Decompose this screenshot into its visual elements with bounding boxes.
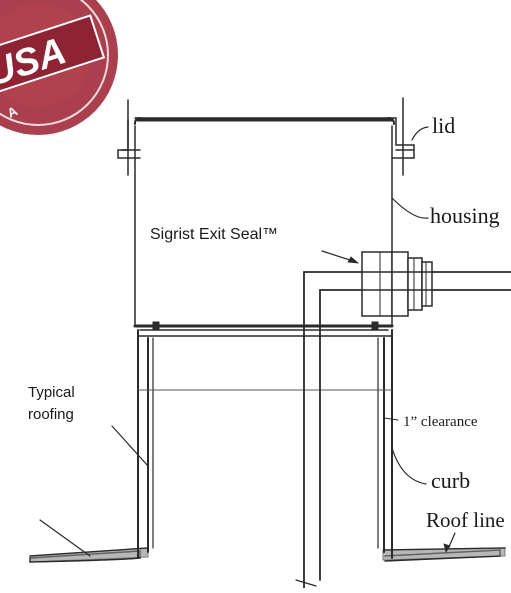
housing-label: housing — [430, 203, 500, 228]
usa-stamp-logo: USA A — [0, 0, 118, 135]
exit-pipe — [303, 271, 511, 589]
typical-roofing-leader — [111, 425, 149, 467]
line-art — [29, 97, 511, 589]
exit-seal-label: Sigrist Exit Seal™ — [150, 226, 279, 243]
housing — [133, 125, 394, 331]
lid-leader — [411, 126, 429, 141]
pipe-bottom-leader — [295, 579, 317, 587]
lid-label: lid — [432, 113, 456, 138]
exit-seal-fitting — [361, 251, 433, 317]
roofing-leader-2 — [39, 519, 91, 557]
curb — [137, 329, 393, 559]
roof-line-label: Roof line — [426, 508, 505, 532]
lid — [117, 97, 415, 176]
typical-roofing-label: Typical roofing — [28, 384, 75, 423]
housing-leader — [391, 197, 429, 219]
curb-label: curb — [431, 468, 471, 493]
clearance-label: 1” clearance — [403, 414, 478, 430]
clearance-marker — [383, 417, 399, 421]
curb-leader — [391, 447, 427, 485]
